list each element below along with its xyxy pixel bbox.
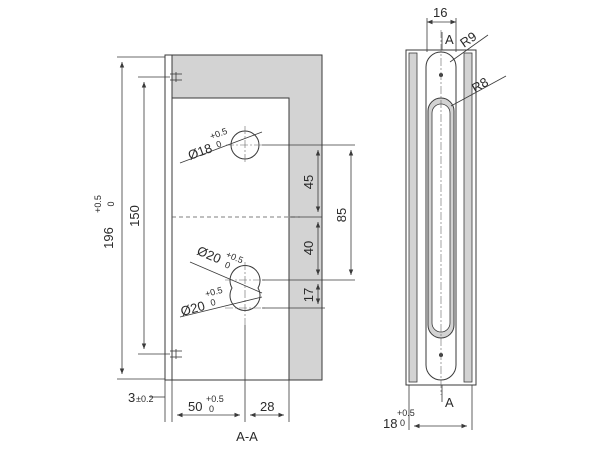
dim-28-text: 28 [260, 399, 274, 414]
dim-3-text: 3 [128, 390, 135, 405]
dim-196-text: 196 [101, 227, 116, 249]
dim-o20b-tol-lower: 0 [209, 297, 216, 308]
dim-40-text: 40 [301, 241, 316, 255]
dim-bottom: 3 ±0.2 50 +0.5 0 28 A-A [128, 325, 290, 444]
dim-r9-text: R9 [457, 29, 479, 51]
dim-50-text: 50 [188, 399, 202, 414]
dim-150-text: 150 [127, 205, 142, 227]
dim-spacings: 45 40 17 85 [262, 144, 355, 309]
dim-o20b-text: Ø20 [179, 298, 207, 319]
dim-inner-height: 150 [127, 76, 170, 355]
screw-top [170, 72, 182, 82]
dim-196-tol-upper: +0.5 [93, 195, 103, 213]
dim-45-text: 45 [301, 175, 316, 189]
dim-16-text: 16 [433, 5, 447, 20]
dim-50-tol-upper: +0.5 [206, 394, 224, 404]
view-marker-top: A [445, 32, 454, 47]
dim-3-tol: ±0.2 [136, 394, 153, 404]
dim-overall-height: 196 +0.5 0 [93, 56, 165, 380]
dim-o20b-tol-upper: +0.5 [204, 285, 224, 299]
dim-196-tol-lower: 0 [106, 201, 116, 206]
dim-18-tol-lower: 0 [400, 418, 405, 428]
dim-18-tol-upper: +0.5 [397, 408, 415, 418]
dim-o18-tol-lower: 0 [215, 139, 223, 150]
dim-r8-text: R8 [469, 74, 491, 95]
view-marker-bottom: A [445, 395, 454, 410]
section-view [164, 54, 323, 381]
dim-85-text: 85 [334, 208, 349, 222]
section-cavity [171, 97, 290, 381]
side-view [405, 30, 477, 395]
dim-o20a-tol-lower: 0 [223, 260, 232, 271]
dim-18-text: 18 [383, 416, 397, 431]
side-dims: 16 A A R9 R8 18 +0.5 0 [383, 5, 507, 431]
side-grey-left [408, 52, 418, 383]
side-grey-right [463, 52, 473, 383]
section-label: A-A [236, 429, 258, 444]
dim-50-tol-lower: 0 [209, 404, 214, 414]
dim-17-text: 17 [301, 288, 316, 302]
flange-strip [164, 54, 173, 381]
dim-hole-lower-b: Ø20 +0.5 0 [179, 285, 224, 319]
screw-bottom [170, 349, 182, 359]
